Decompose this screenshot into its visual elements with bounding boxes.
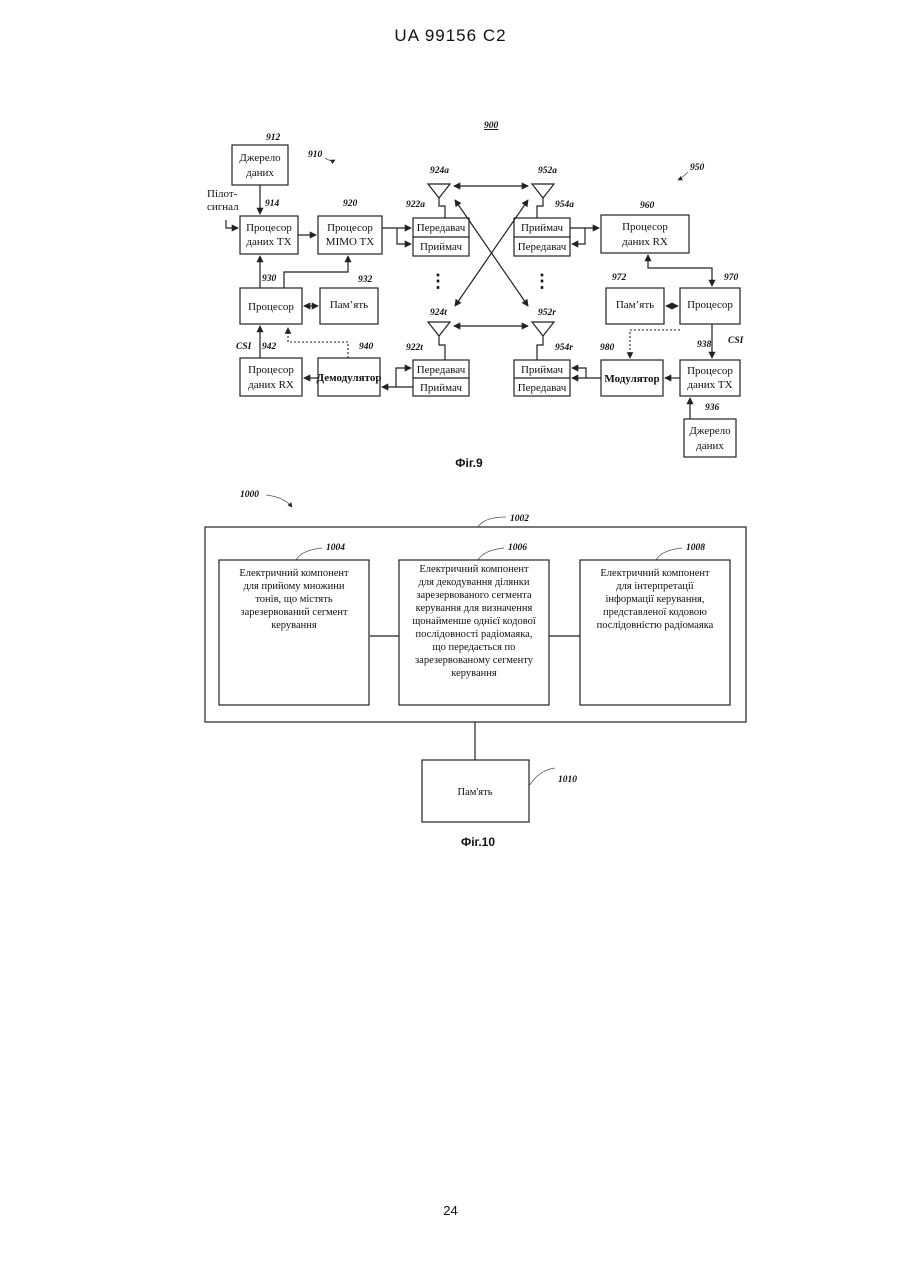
ref-932: 932 — [358, 275, 373, 285]
antenna-924a — [428, 184, 450, 218]
ref-954r: 954r — [555, 343, 573, 353]
ref-920: 920 — [343, 199, 358, 209]
component-1004-line5: керування — [271, 620, 317, 631]
component-1006-line9: керування — [451, 668, 497, 679]
ref-922a: 922a — [406, 200, 425, 210]
rx-data-processor-left-line1: Процесор — [248, 364, 294, 376]
demodulator-label: Демодулятор — [317, 372, 382, 384]
ref-910: 910 — [308, 150, 323, 160]
ref-954a: 954a — [555, 200, 574, 210]
ref-914: 914 — [265, 199, 280, 209]
rx-data-processor-left-line2: даних RX — [248, 379, 294, 391]
transceiver-954r-tx: Передавач — [518, 382, 567, 394]
transceiver-954a-rx: Приймач — [521, 222, 564, 234]
component-1008-line1: Електричний компонент — [600, 568, 710, 579]
page-number: 24 — [0, 1203, 901, 1218]
transceiver-922a-rx: Приймач — [420, 241, 463, 253]
ref-942: 942 — [262, 342, 277, 352]
tx-data-processor-right-line2: даних TX — [687, 379, 732, 391]
ref-972: 972 — [612, 273, 627, 283]
ref-938: 938 — [697, 340, 712, 350]
ref-950: 950 — [690, 163, 705, 173]
ref-1006: 1006 — [508, 543, 527, 553]
component-1006-line8: зарезервованому сегменту — [415, 655, 534, 666]
ref-952r: 952r — [538, 308, 556, 318]
component-1008-line4: представленої кодовою — [603, 607, 707, 618]
component-1008-line5: послідовністю радіомаяка — [597, 620, 714, 631]
transceiver-922a-tx: Передавач — [417, 222, 466, 234]
modulator-label: Модулятор — [604, 373, 659, 385]
antenna-924t — [428, 322, 450, 360]
tx-data-processor-right-line1: Процесор — [687, 365, 733, 377]
ref-924a: 924a — [430, 166, 449, 176]
antenna-952a — [532, 184, 554, 218]
figure-9-diagram: 900 912 Джерело даних 910 Пілот- сигнал … — [0, 0, 901, 480]
ref-930: 930 — [262, 274, 277, 284]
fig9-caption: Фіг.9 — [455, 456, 483, 470]
memory-right-label: Пам’ять — [616, 299, 654, 311]
data-source-right-line2: даних — [696, 440, 724, 452]
processor-right-label: Процесор — [687, 299, 733, 311]
ref-1010: 1010 — [558, 775, 577, 785]
fig10-caption: Фіг.10 — [461, 835, 495, 849]
ref-980: 980 — [600, 343, 615, 353]
component-1006-line5: щонайменше однієї кодової — [412, 616, 536, 627]
fig10-label: 1000 — [240, 490, 259, 500]
component-1008-line2: для інтерпретації — [616, 581, 694, 592]
tx-data-processor-line2: даних TX — [246, 236, 291, 248]
rx-data-processor-right-line1: Процесор — [622, 221, 668, 233]
pilot-label-line2: сигнал — [207, 201, 239, 213]
ref-940: 940 — [359, 342, 374, 352]
memory-left-label: Пам’ять — [330, 299, 368, 311]
transceiver-922t-tx: Передавач — [417, 364, 466, 376]
data-source-left-box — [232, 145, 288, 185]
mimo-tx-processor-line1: Процесор — [327, 222, 373, 234]
component-1004-line4: зарезервований сегмент — [240, 607, 348, 618]
ref-936: 936 — [705, 403, 720, 413]
fig9-label: 900 — [484, 121, 499, 131]
transceiver-922t-rx: Приймач — [420, 382, 463, 394]
dots-left: ⋮ — [429, 271, 447, 291]
ref-922t: 922t — [406, 343, 423, 353]
component-1006-line1: Електричний компонент — [419, 564, 529, 575]
csi-right-label: CSI — [728, 336, 744, 346]
component-1004-line1: Електричний компонент — [239, 568, 349, 579]
component-1006-line6: послідовності радіомаяка, — [416, 629, 533, 640]
ref-1004: 1004 — [326, 543, 345, 553]
tx-data-processor-line1: Процесор — [246, 222, 292, 234]
memory-1010-label: Пам'ять — [458, 787, 493, 798]
component-1004-line2: для прийому множини — [243, 581, 344, 592]
ref-970: 970 — [724, 273, 739, 283]
ref-924t: 924t — [430, 308, 447, 318]
ref-912: 912 — [266, 133, 281, 143]
ref-1002: 1002 — [510, 514, 529, 524]
rx-data-processor-right-line2: даних RX — [622, 236, 668, 248]
antenna-952r — [532, 322, 554, 360]
transceiver-954a-tx: Передавач — [518, 241, 567, 253]
data-source-right-line1: Джерело — [689, 425, 731, 437]
ref-952a: 952a — [538, 166, 557, 176]
processor-left-label: Процесор — [248, 301, 294, 313]
component-1006-line4: керування для визначення — [416, 603, 533, 614]
dots-right: ⋮ — [533, 271, 551, 291]
figure-10-diagram: 1000 1002 1004 Електричний компонент для… — [0, 480, 901, 860]
data-source-left-line1: Джерело — [239, 152, 281, 164]
component-1008-line3: інформації керування, — [605, 594, 704, 605]
pilot-label-line1: Пілот- — [207, 188, 238, 200]
component-1006-line7: що передається по — [433, 642, 516, 653]
csi-left-label: CSI — [236, 342, 252, 352]
component-1004-line3: тонів, що містять — [255, 594, 332, 605]
data-source-left-line2: даних — [246, 167, 274, 179]
ref-960: 960 — [640, 201, 655, 211]
ref-1008: 1008 — [686, 543, 705, 553]
component-1006-line3: зарезервованого сегмента — [416, 590, 532, 601]
transceiver-954r-rx: Приймач — [521, 364, 564, 376]
mimo-tx-processor-line2: MIMO TX — [326, 236, 374, 248]
component-1006-line2: для декодування ділянки — [419, 577, 530, 588]
